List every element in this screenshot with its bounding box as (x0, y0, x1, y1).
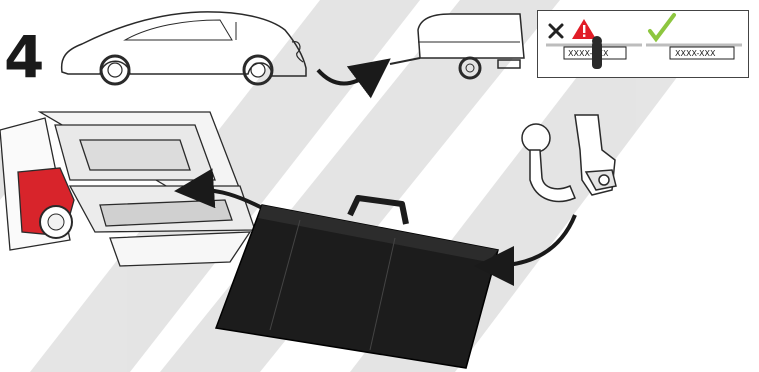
license-plate-panel: XXXX-XXX XXXX-XXX (537, 10, 749, 78)
check-mark-icon (650, 15, 674, 39)
plate-wrong-text: XXXX-XXX (568, 49, 609, 58)
open-car-trunk-illustration (0, 112, 255, 266)
plate-right-text: XXXX-XXX (675, 49, 716, 58)
cross-mark-icon (550, 25, 562, 37)
warning-triangle-icon (572, 19, 596, 39)
tow-ball-over-plate-icon (592, 36, 602, 69)
step-number: 4 (4, 28, 44, 86)
